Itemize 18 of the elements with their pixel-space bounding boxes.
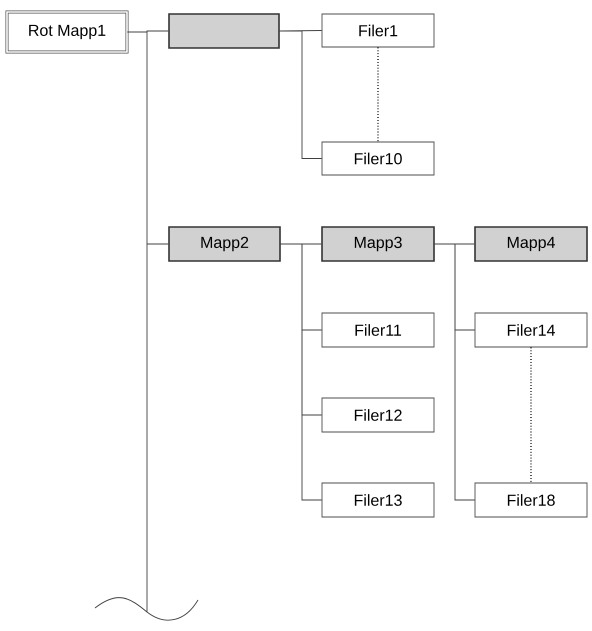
file-box: Filer11 [322,312,434,348]
file-box: Filer10 [322,142,434,176]
connector-line [434,244,475,500]
file-box: Filer18 [474,482,588,518]
folder-box: Mapp3 [321,226,435,262]
dotted-line [530,347,532,483]
file-box: Filer13 [322,482,434,518]
folder-box: Mapp2 [168,226,281,262]
dotted-line [377,47,379,142]
connector-line [126,32,169,244]
folder-box: Mapp4 [474,226,588,262]
file-box: Filer14 [474,312,588,348]
folder-box [168,13,280,49]
root-folder-box: Rot Mapp1 [6,10,128,54]
file-box: Filer1 [322,14,434,48]
file-box: Filer12 [322,398,434,432]
connector-line [280,244,322,500]
connector-line [279,30,322,159]
